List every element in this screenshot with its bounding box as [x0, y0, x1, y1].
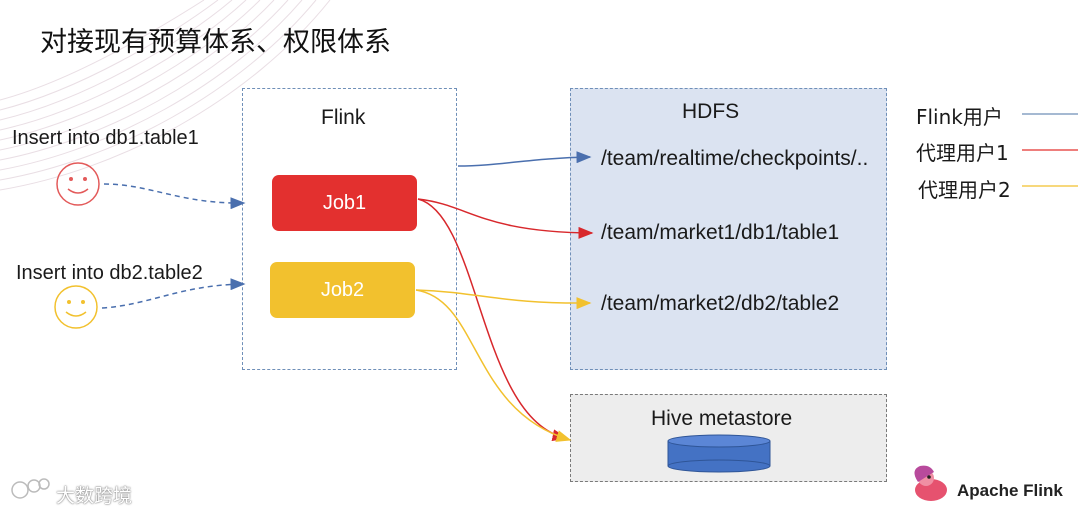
user1-smiley-icon [56, 162, 100, 206]
flink-to-checkpoints-arrow [457, 151, 592, 167]
flink-label: Flink [321, 106, 366, 129]
job1-to-hive-arrow [417, 198, 568, 442]
legend-proxy-user1: 代理用户1 [916, 141, 1009, 165]
job1-box: Job1 [272, 175, 417, 231]
hive-label: Hive metastore [651, 407, 793, 430]
hdfs-box [570, 88, 887, 370]
job2-box: Job2 [270, 262, 415, 318]
job2-to-hive-arrow [415, 289, 572, 442]
job1-to-table1-arrow [417, 198, 594, 239]
hdfs-path-table2: /team/market2/db2/table2 [601, 292, 840, 315]
hdfs-path-table1: /team/market1/db1/table1 [601, 221, 840, 244]
hdfs-label: HDFS [682, 100, 740, 123]
page-title: 对接现有预算体系、权限体系 [40, 27, 391, 58]
user1-arrow [103, 183, 246, 210]
watermark-icon [11, 478, 50, 499]
apache-flink-logo-text: Apache Flink [957, 481, 1063, 500]
legend-proxy-user2: 代理用户2 [918, 178, 1011, 202]
flink-logo-icon [914, 465, 947, 501]
hdfs-path-checkpoints: /team/realtime/checkpoints/.. [601, 147, 869, 170]
user1-statement: Insert into db1.table1 [12, 127, 199, 149]
user2-smiley-icon [54, 285, 98, 329]
legend-flink-user: Flink用户 [916, 105, 1003, 129]
database-icon [667, 434, 771, 473]
watermark-text: 大数跨境 [56, 485, 133, 507]
user2-arrow [101, 278, 246, 309]
job2-to-table2-arrow [415, 289, 592, 310]
user2-statement: Insert into db2.table2 [16, 262, 203, 284]
